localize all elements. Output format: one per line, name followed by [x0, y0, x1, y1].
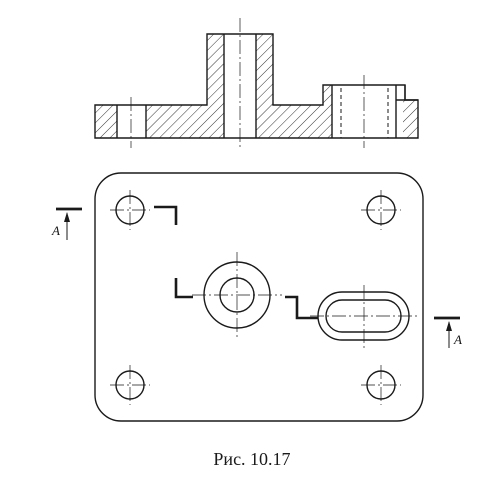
front-section-view [94, 18, 419, 150]
section-label-left: A [51, 223, 60, 238]
section-line [154, 205, 318, 320]
section-marker-left: A [51, 207, 82, 240]
section-label-right: A [453, 332, 462, 347]
section-hatching [95, 34, 418, 138]
hidden-lines [340, 88, 389, 138]
centerlines-top [110, 190, 418, 405]
base-plate-outline [94, 172, 424, 422]
section-marker-right: A [434, 316, 462, 348]
corner-holes [115, 195, 396, 400]
figure-caption: Рис. 10.17 [213, 449, 291, 469]
centerlines-front [130, 18, 365, 150]
top-view [94, 172, 424, 422]
